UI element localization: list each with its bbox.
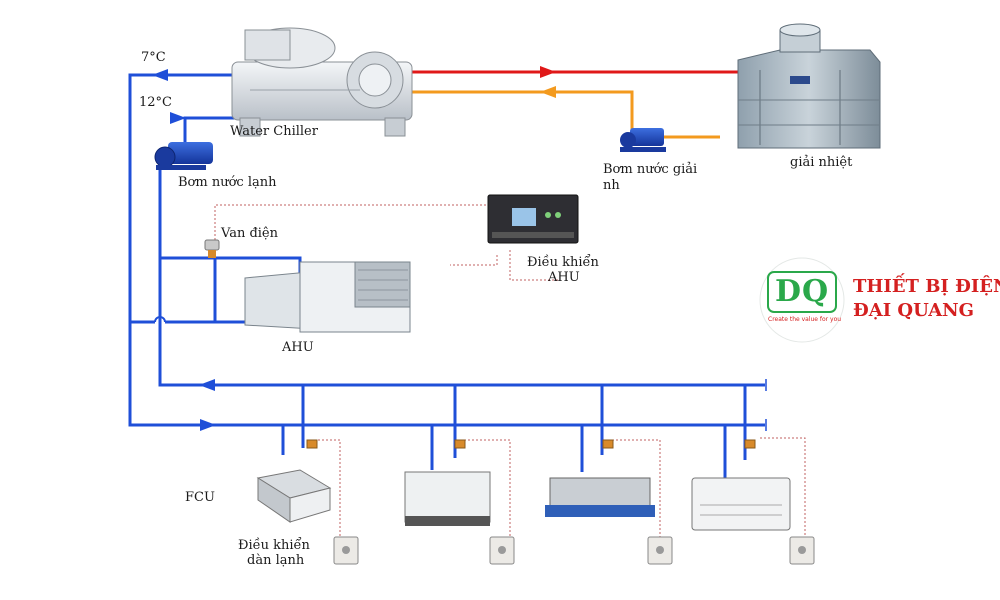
condenser-loop <box>405 66 740 139</box>
temp-supply-label: 7°C <box>141 50 166 65</box>
cooling-water-pump <box>620 128 666 152</box>
brand-logo-letters: DQ <box>775 274 830 309</box>
ahu-controller <box>487 194 579 244</box>
chiller-label: Water Chiller <box>230 124 318 139</box>
valve-label: Van điện <box>221 226 278 241</box>
cooling-pump-label-1: Bơm nước giải <box>603 162 698 177</box>
fcu-controller-label-1: Điều khiển <box>238 538 310 553</box>
ahu-label: AHU <box>282 340 314 355</box>
cooling-pump-label-2: nh <box>603 178 620 193</box>
cooling-tower <box>737 23 881 149</box>
water-chiller <box>231 27 413 137</box>
fcu-controller-label-2: dàn lạnh <box>247 553 305 568</box>
fcu-ceiling <box>691 477 791 531</box>
fcu-label: FCU <box>185 490 215 505</box>
temp-return-label: 12°C <box>139 95 172 110</box>
thermostat-dials <box>342 546 806 554</box>
control-wiring <box>214 204 806 545</box>
ahu-controller-label-2: AHU <box>548 270 580 285</box>
chilled-water-network <box>128 73 765 478</box>
ahu-unit <box>244 261 411 333</box>
brand-logo <box>759 257 845 343</box>
thermostats <box>333 536 815 565</box>
ahu-controller-label-1: Điều khiển <box>527 255 599 270</box>
electric-valve <box>204 239 220 258</box>
chilled-water-pump <box>154 142 213 170</box>
fcu-cassette <box>256 469 332 523</box>
fcu-valves <box>306 439 756 449</box>
chilled-pump-label: Bơm nước lạnh <box>178 175 277 190</box>
brand-tagline: Create the value for you <box>768 316 842 323</box>
fcu-floor-standing <box>404 471 491 526</box>
brand-name-line1: THIẾT BỊ ĐIỆN <box>853 276 1000 297</box>
flow-arrows <box>152 69 216 431</box>
brand-name-line2: ĐẠI QUANG <box>853 300 974 321</box>
fcu-ducted <box>545 477 655 517</box>
cooling-tower-label: giải nhiệt <box>790 155 853 170</box>
